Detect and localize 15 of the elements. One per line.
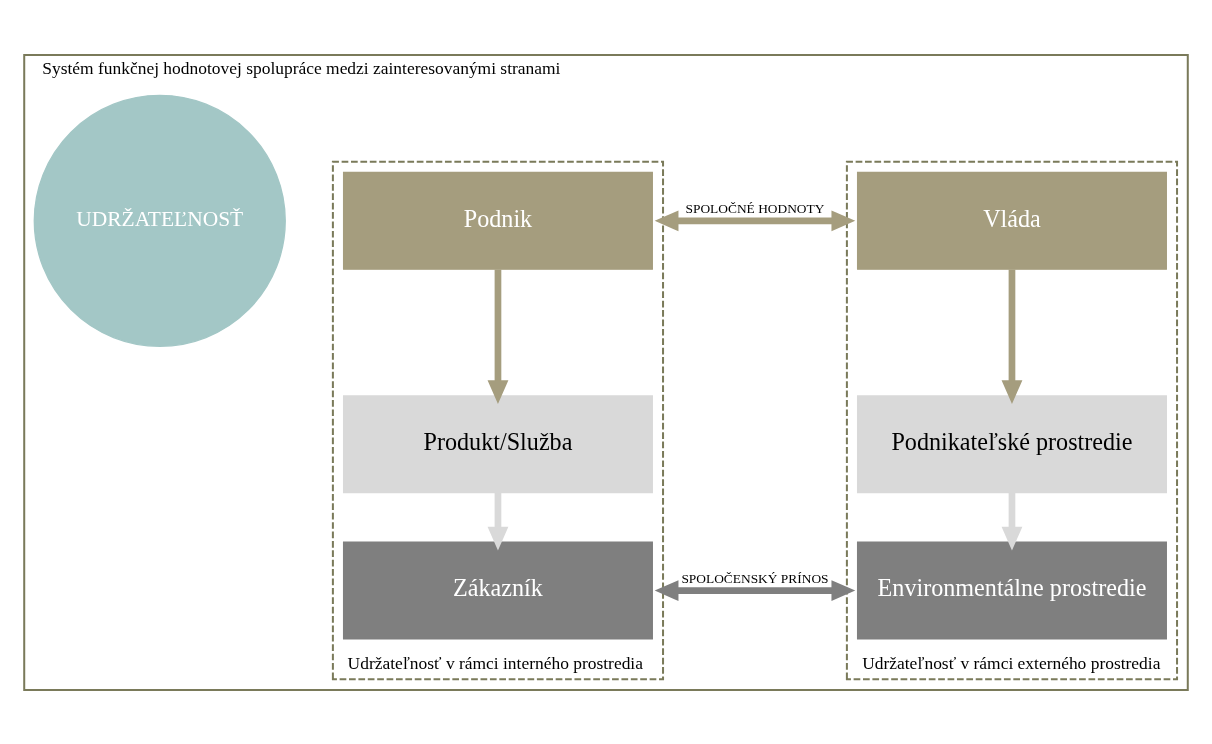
arrow (1001, 269, 1023, 404)
arrow (487, 492, 509, 550)
node-box: Environmentálne prostredie (856, 541, 1167, 640)
node-circle: UDRŽATEĽNOSŤ (33, 94, 286, 347)
edge-label: SPOLOČENSKÝ PRÍNOS (681, 570, 829, 586)
node-box: Produkt/Služba (342, 394, 653, 493)
node-box: Vláda (856, 171, 1167, 270)
arrow (1001, 492, 1023, 550)
arrow (654, 209, 856, 231)
node-box: Zákazník (342, 541, 653, 640)
arrow (654, 579, 856, 601)
node-box: Podnikateľské prostredie (856, 394, 1167, 493)
node-box: Podnik (342, 171, 653, 270)
edge-label: SPOLOČNÉ HODNOTY (685, 200, 825, 216)
arrow (487, 269, 509, 404)
